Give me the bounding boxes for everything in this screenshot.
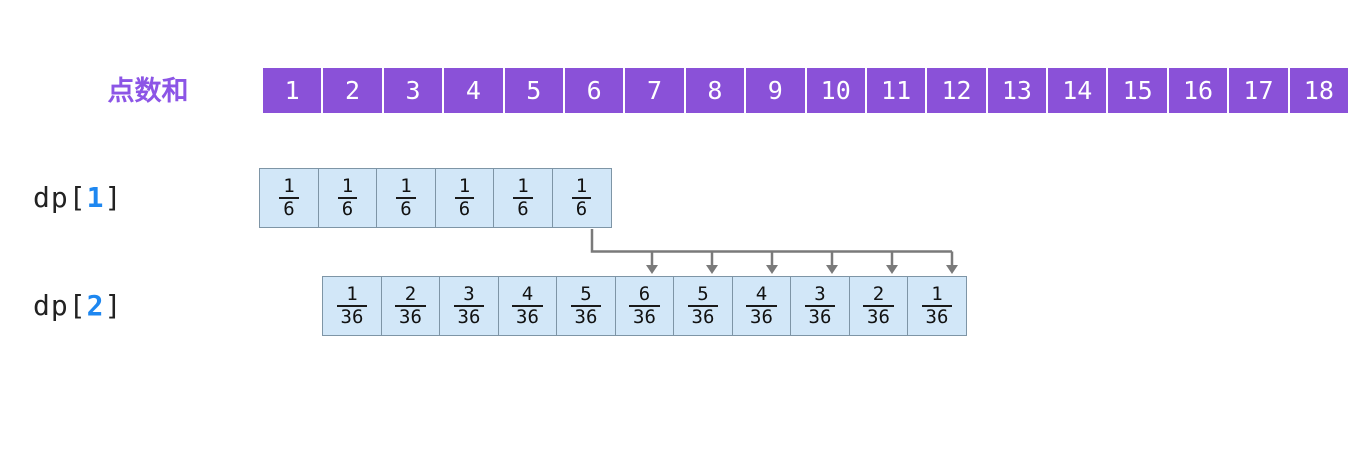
sum-header-cell: 16 [1168,68,1228,113]
dp2-label-prefix: dp[ [33,289,87,322]
sum-header-cell: 5 [504,68,563,113]
sum-header-cell: 3 [383,68,443,113]
sum-header-cell: 14 [1048,68,1107,113]
sum-header-cell: 15 [1108,68,1167,113]
dp1-label-index: 1 [86,181,105,214]
sum-header-label: 点数和 [107,76,189,107]
dp1-label-prefix: dp[ [33,181,87,214]
dp2-label: dp[2] [33,292,122,320]
sum-header-cell: 6 [564,68,624,113]
sum-header-cell: 17 [1229,68,1288,113]
dp1-label: dp[1] [33,184,122,212]
sum-header-cell: 10 [806,68,865,113]
sum-header-cell: 13 [987,68,1047,113]
dp1-label-suffix: ] [104,181,123,214]
sum-header-cell: 1 [263,68,322,113]
sum-header-cell: 8 [685,68,745,113]
dp2-label-index: 2 [86,289,105,322]
sum-header-cell: 18 [1289,68,1349,113]
sum-header-cell: 4 [444,68,503,113]
sum-header-cell: 7 [625,68,684,113]
dp2-label-suffix: ] [104,289,123,322]
sum-header-cell: 12 [927,68,986,113]
sum-header-cell: 2 [323,68,382,113]
sum-header-cell: 11 [866,68,926,113]
sum-header-cell: 9 [746,68,805,113]
